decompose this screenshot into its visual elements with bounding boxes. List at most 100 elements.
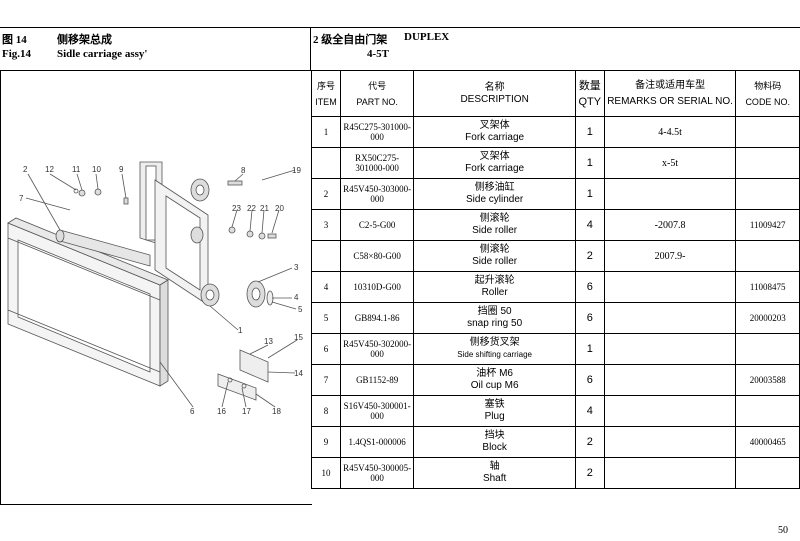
callout-7: 7	[19, 194, 24, 203]
item-cell: 7	[311, 364, 341, 396]
description-cn: 侧滚轮	[479, 244, 510, 255]
header-divider	[310, 27, 311, 70]
qty-cell: 4	[574, 395, 605, 427]
code-cell	[735, 178, 800, 210]
callout-19: 19	[292, 166, 301, 175]
description-en: Side roller	[472, 225, 518, 236]
qty-cell: 1	[574, 333, 605, 365]
callout-13: 13	[264, 337, 273, 346]
figure-title-en: Sidle carriage assy'	[57, 48, 148, 60]
item-cell: 6	[311, 333, 341, 365]
callout-8: 8	[241, 166, 246, 175]
callout-21: 21	[260, 204, 269, 213]
exploded-diagram: 2 12 11 10 9 7 8 19 23 22 21 20 3 4 5 1 …	[7, 161, 303, 416]
item-cell: 4	[311, 271, 341, 303]
code-cell	[735, 116, 800, 148]
header-top-border	[0, 27, 800, 28]
description-en: Block	[482, 442, 507, 453]
item-cell: 3	[311, 209, 341, 241]
remarks-cell	[603, 302, 737, 334]
description-cn: 侧滚轮	[479, 213, 510, 224]
description-cn: 挡圈 50	[477, 306, 512, 317]
part-no-cell: R45V450-303000-000	[339, 178, 415, 210]
description-en: Oil cup M6	[470, 380, 519, 391]
description-cn: 挡块	[484, 430, 505, 441]
callout-5: 5	[298, 305, 303, 314]
callout-20: 20	[275, 204, 284, 213]
mast-type-cn: 2 级全自由门架	[313, 34, 388, 46]
part-no-cell: GB894.1-86	[339, 302, 415, 334]
callout-11: 11	[72, 165, 81, 174]
remarks-cell: -2007.8	[603, 209, 737, 241]
callout-16: 16	[217, 407, 226, 416]
description-cn: 塞铁	[484, 399, 505, 410]
part-no-cell: C2-5-G00	[339, 209, 415, 241]
qty-cell: 2	[574, 426, 605, 458]
part-no-cell: R45V450-300005-000	[339, 457, 415, 489]
remarks-cell	[603, 426, 737, 458]
mast-type-en: DUPLEX	[404, 31, 450, 43]
callout-18: 18	[272, 407, 281, 416]
callout-6: 6	[190, 407, 195, 416]
remarks-cell	[603, 333, 737, 365]
qty-cell: 6	[574, 271, 605, 303]
item-cell: 5	[311, 302, 341, 334]
description-en: Roller	[481, 287, 508, 298]
description-en: Side shifting carriage	[457, 350, 532, 359]
part-no-cell: 10310D-G00	[339, 271, 415, 303]
qty-cell: 1	[574, 116, 605, 148]
figure-title-cn: 侧移架总成	[57, 34, 112, 46]
callout-2: 2	[23, 165, 28, 174]
remarks-cell	[603, 395, 737, 427]
code-cell: 11009427	[735, 209, 800, 241]
qty-cell: 1	[574, 178, 605, 210]
callout-10: 10	[92, 165, 101, 174]
description-en: snap ring 50	[467, 318, 523, 329]
part-no-cell: GB1152-89	[339, 364, 415, 396]
code-cell: 20003588	[735, 364, 800, 396]
description-en: Fork carriage	[465, 163, 525, 174]
description-cn: 起升滚轮	[474, 275, 515, 286]
callout-9: 9	[119, 165, 124, 174]
description-cn: 轴	[489, 461, 500, 472]
part-no-cell: C58×80-G00	[339, 240, 415, 272]
figure-number-en: Fig.14	[2, 48, 32, 60]
part-no-cell: S16V450-300001-000	[339, 395, 415, 427]
callout-3: 3	[294, 263, 299, 272]
callout-15: 15	[294, 333, 303, 342]
callout-22: 22	[247, 204, 256, 213]
qty-cell: 6	[574, 302, 605, 334]
qty-cell: 2	[574, 240, 605, 272]
callout-17: 17	[242, 407, 251, 416]
figure-box-left	[0, 70, 1, 505]
code-cell	[735, 147, 800, 179]
code-cell	[735, 333, 800, 365]
remarks-cell: 4-4.5t	[603, 116, 737, 148]
description-cn: 侧移油缸	[474, 182, 515, 193]
item-cell: 2	[311, 178, 341, 210]
capacity-label: 4-5T	[367, 48, 389, 60]
item-cell: 1	[311, 116, 341, 148]
qty-cell: 1	[574, 147, 605, 179]
